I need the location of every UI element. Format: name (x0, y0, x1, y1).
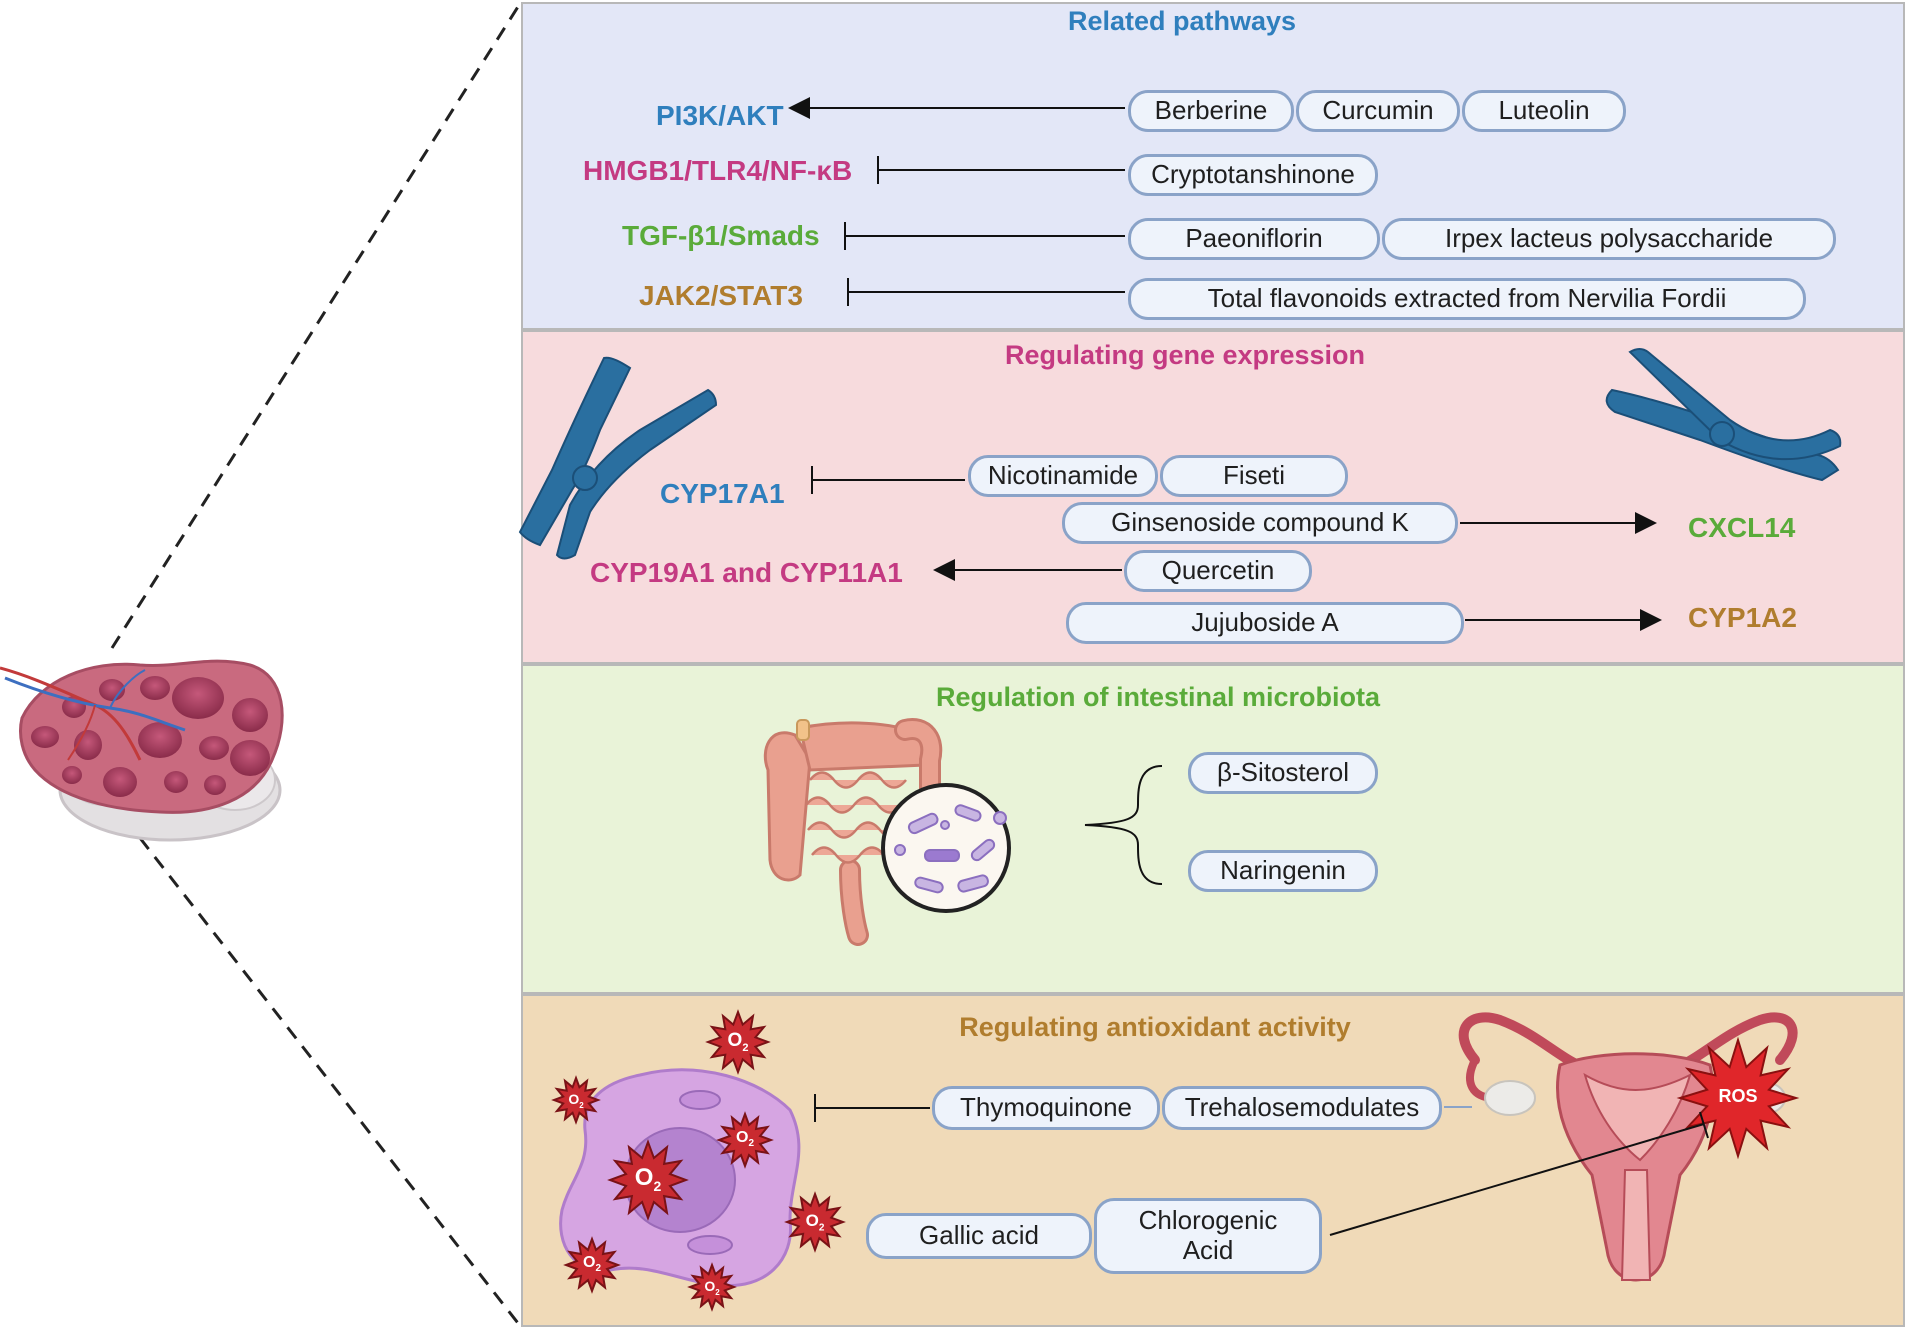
ros-label: ROS (1718, 1086, 1758, 1106)
o2-label: O2 (735, 1129, 754, 1150)
compound-fiseti: Fiseti (1160, 455, 1348, 497)
o2-burst-icons (551, 1009, 846, 1312)
compound-nervilia-flavonoids: Total flavonoids extracted from Nervilia… (1128, 278, 1806, 320)
microbiota-magnifier-icon (881, 783, 1011, 913)
inhibit-ros (1329, 1123, 1705, 1236)
zoom-line-bottom (138, 837, 523, 1328)
compound-irpex-lacteus: Irpex lacteus polysaccharide (1382, 218, 1836, 260)
o2-burst-icon (705, 1009, 771, 1075)
o2-burst-icon (784, 1191, 846, 1253)
o2-burst-icon (551, 1075, 601, 1125)
uterus-illustration (1458, 1012, 1798, 1282)
ovary-illustration (0, 659, 284, 842)
o2-label: O2 (805, 1210, 825, 1234)
o2-burst-icon (716, 1111, 774, 1169)
o2-burst-icon (687, 1262, 737, 1312)
target-hmgb1-tlr4-nfkb: HMGB1/TLR4/NF-κB (583, 155, 853, 186)
intestine-illustration (763, 718, 943, 946)
o2-label: O2 (704, 1277, 720, 1297)
target-pi3k-akt: PI3K/AKT (656, 100, 784, 131)
target-cyp1a2: CYP1A2 (1688, 602, 1797, 633)
compound-chlorogenic-acid: Chlorogenic Acid (1094, 1198, 1322, 1274)
o2-label: O2 (727, 1029, 749, 1054)
compound-paeoniflorin: Paeoniflorin (1128, 218, 1380, 260)
zoom-line-top (110, 1, 523, 649)
compound-trehalosemodulates: Trehalosemodulates (1162, 1086, 1442, 1130)
target-cyp17a1: CYP17A1 (660, 478, 785, 509)
o2-label: O2 (568, 1090, 584, 1110)
compound-nicotinamide: Nicotinamide (968, 455, 1158, 497)
compound-naringenin: Naringenin (1188, 850, 1378, 892)
compound-thymoquinone: Thymoquinone (932, 1086, 1160, 1130)
target-jak2-stat3: JAK2/STAT3 (639, 280, 803, 311)
target-tgf-smads: TGF-β1/Smads (622, 220, 820, 251)
compound-ginsenoside-k: Ginsenoside compound K (1062, 502, 1458, 544)
compound-luteolin: Luteolin (1462, 90, 1626, 132)
o2-label: O2 (582, 1254, 601, 1275)
chromosome-left-icon (518, 356, 718, 560)
compound-quercetin: Quercetin (1124, 550, 1312, 592)
compound-curcumin: Curcumin (1296, 90, 1460, 132)
panel-intestinal-microbiota (521, 664, 1905, 994)
o2-label: O2 (634, 1163, 662, 1194)
target-cyp19a1-cyp11a1: CYP19A1 and CYP11A1 (590, 557, 903, 588)
title-related-pathways: Related pathways (1067, 6, 1297, 36)
compound-cryptotanshinone: Cryptotanshinone (1128, 154, 1378, 196)
chromosome-right-icon (1605, 348, 1842, 482)
compound-jujuboside-a: Jujuboside A (1066, 602, 1464, 644)
compound-gallic-acid: Gallic acid (866, 1213, 1092, 1259)
title-antioxidant-activity: Regulating antioxidant activity (959, 1012, 1351, 1042)
o2-burst-icon (563, 1236, 621, 1294)
microbiota-brace (1084, 765, 1163, 885)
compound-berberine: Berberine (1128, 90, 1294, 132)
title-intestinal-microbiota: Regulation of intestinal microbiota (935, 682, 1381, 712)
target-cxcl14: CXCL14 (1688, 512, 1796, 543)
title-gene-expression: Regulating gene expression (1004, 340, 1366, 370)
o2-burst-icon (607, 1139, 689, 1221)
compound-beta-sitosterol: β-Sitosterol (1188, 752, 1378, 794)
ros-burst-icon (1676, 1036, 1800, 1160)
